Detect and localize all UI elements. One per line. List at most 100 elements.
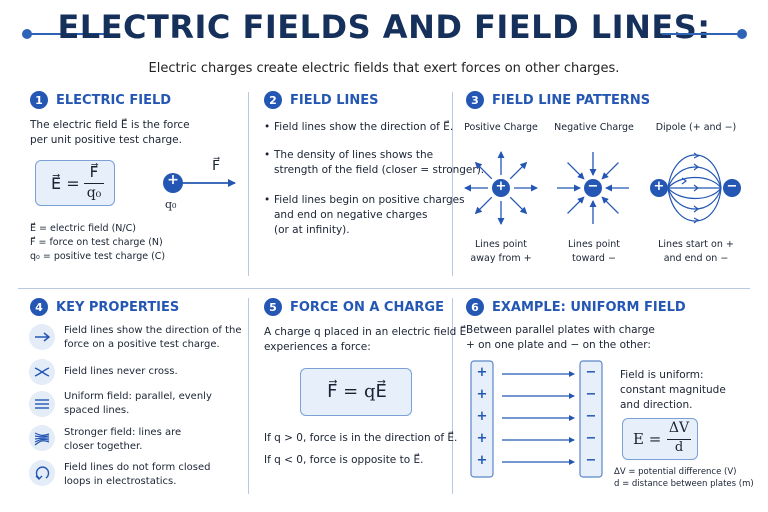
section-number: 3 [466, 91, 484, 109]
divider-bottom-2 [452, 298, 453, 494]
section-number: 1 [30, 91, 48, 109]
pattern-positive-caption: Lines point away from + [470, 239, 532, 264]
uniform-field-legend: ΔV = potential difference (V) d = distan… [614, 467, 754, 489]
field-line [601, 162, 619, 180]
page-title: ELECTRIC FIELDS AND FIELD LINES: [57, 8, 711, 46]
plate-sign: − [585, 365, 597, 380]
arrow-right-icon [29, 324, 55, 350]
key-property-4: Stronger field: lines are closer togethe… [64, 427, 182, 452]
plate-sign: + [476, 453, 488, 468]
section-6-description: Between parallel plates with charge + on… [466, 324, 655, 351]
pattern-dipole-label: Dipole (+ and −) [655, 122, 737, 133]
section-number: 6 [466, 298, 484, 316]
positive-field-lines [464, 151, 538, 225]
divider-top-2 [452, 92, 453, 276]
field-line [567, 162, 585, 180]
fraction-bar [667, 439, 691, 440]
loop-icon [29, 460, 55, 486]
section-number: 4 [30, 298, 48, 316]
uniform-field-note: Field is uniform: constant magnitude and… [620, 369, 726, 411]
title-right-line [662, 33, 742, 35]
header: ELECTRIC FIELDS AND FIELD LINES: [0, 6, 768, 56]
formula-numerator: F⃗ [89, 163, 99, 181]
positive-charge-icon [163, 173, 183, 193]
field-line [567, 196, 585, 214]
pattern-dipole-caption: Lines start on + and end on − [658, 239, 734, 264]
negative-charge-icon [584, 179, 602, 197]
test-charge-diagram [163, 173, 236, 193]
plate-sign: + [476, 387, 488, 402]
section-title: EXAMPLE: UNIFORM FIELD [492, 299, 686, 315]
fraction-bar [84, 183, 104, 184]
plate-sign: + [476, 365, 488, 380]
divider-horizontal [18, 288, 750, 289]
section-2-bullet-3: • Field lines begin on positive charges … [264, 194, 465, 236]
section-6-header: 6 EXAMPLE: UNIFORM FIELD [466, 298, 686, 316]
section-title: KEY PROPERTIES [56, 299, 180, 315]
section-number: 5 [264, 298, 282, 316]
negative-field-lines [557, 152, 629, 224]
field-line [474, 196, 493, 215]
divider-top-1 [248, 92, 249, 276]
section-3-header: 3 FIELD LINE PATTERNS [466, 91, 650, 109]
section-1-legend: E⃗ = electric field (N/C) F⃗ = force on … [30, 223, 166, 262]
negative-plate [579, 360, 603, 478]
title-left-line [28, 33, 108, 35]
section-2-header: 2 FIELD LINES [264, 91, 378, 109]
title-right-dot [737, 29, 747, 39]
section-title: FIELD LINE PATTERNS [492, 92, 651, 108]
section-2-bullet-2: • The density of lines shows the strengt… [264, 149, 485, 176]
plate-sign: + [476, 409, 488, 424]
charge-sign: + [167, 172, 179, 188]
dipole-positive-icon [650, 179, 668, 197]
field-line [509, 196, 528, 215]
crossing-lines-icon [29, 359, 55, 385]
section-5-rule-positive: If q > 0, force is in the direction of E… [264, 432, 458, 444]
charge-label: q₀ [165, 198, 177, 211]
field-patterns-diagram [464, 151, 741, 225]
pattern-positive-label: Positive Charge [464, 122, 538, 133]
parallel-lines-icon [29, 391, 55, 417]
force-label: F⃗ [212, 158, 221, 174]
page-subtitle: Electric charges create electric fields … [148, 61, 620, 76]
formula-numerator: ΔV [668, 420, 690, 436]
formula-denominator: q₀ [86, 185, 102, 201]
plate-sign: − [585, 431, 597, 446]
section-title: FIELD LINES [290, 92, 379, 108]
dipole-negative-sign: − [726, 179, 738, 194]
key-property-5: Field lines do not form closed loops in … [64, 462, 211, 487]
positive-plate [470, 360, 494, 478]
key-property-2: Field lines never cross. [64, 366, 178, 377]
section-1-header: 1 ELECTRIC FIELD [30, 91, 171, 109]
uniform-field-formula-box: E = ΔV d [622, 418, 698, 460]
section-title: FORCE ON A CHARGE [290, 299, 444, 315]
positive-charge-icon [492, 179, 510, 197]
dipole-positive-sign: + [653, 179, 665, 194]
electric-field-formula-box: E⃗ = F⃗ q₀ [35, 160, 115, 206]
force-formula: F⃗ = qE⃗ [327, 381, 387, 402]
plate-sign: − [585, 409, 597, 424]
pattern-negative-sign: − [587, 179, 599, 194]
key-property-3: Uniform field: parallel, evenly spaced l… [64, 391, 212, 416]
section-5-rule-negative: If q < 0, force is opposite to E⃗. [264, 454, 424, 466]
pattern-negative-caption: Lines point toward − [568, 239, 620, 264]
pattern-negative-label: Negative Charge [554, 122, 634, 133]
key-property-1: Field lines show the direction of the fo… [64, 325, 242, 350]
field-line [474, 161, 493, 180]
section-2-bullet-1: • Field lines show the direction of E⃗. [264, 121, 454, 133]
formula-lhs: E⃗ = [51, 174, 80, 193]
title-left-dot [22, 29, 32, 39]
dipole-field-lines [667, 152, 722, 224]
uniform-field-lines [502, 371, 575, 465]
divider-bottom-1 [248, 298, 249, 494]
force-formula-box: F⃗ = qE⃗ [300, 368, 412, 416]
section-1-description: The electric field E⃗ is the force per u… [30, 119, 190, 146]
formula-denominator: d [674, 440, 684, 455]
section-title: ELECTRIC FIELD [56, 92, 172, 108]
dense-lines-icon [29, 425, 55, 451]
dipole-negative-icon [723, 179, 741, 197]
field-line [601, 196, 619, 214]
section-5-description: A charge q placed in an electric field E… [264, 326, 467, 353]
plate-sign: − [585, 453, 597, 468]
field-line [509, 161, 528, 180]
